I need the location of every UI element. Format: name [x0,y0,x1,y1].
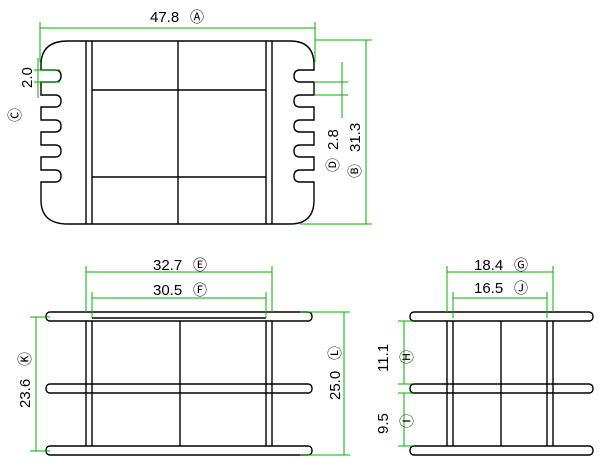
dimension-e: 32.7 Ⓔ [85,257,273,312]
dimension-c-tag: Ⓒ [8,108,24,122]
dimension-a-lines [39,22,316,62]
dimension-e-value: 32.7 [153,257,182,274]
dimension-k-value: 23.6 [17,379,34,408]
front-view-body-lines [85,317,273,446]
dimension-k-lines [30,316,50,452]
dimension-f: 30.5 Ⓕ [91,282,267,318]
dimension-l-lines [300,311,350,456]
dimension-c: 2.0 Ⓒ [8,58,60,122]
dimension-l-tag: Ⓛ [328,346,344,360]
dimension-g-value: 18.4 [474,257,503,274]
dimension-j-value: 16.5 [474,280,503,297]
top-view-body-lines [85,41,273,224]
dimension-e-lines [85,266,273,312]
dimension-c-value: 2.0 [19,67,36,88]
side-view-body-lines [446,321,554,446]
dimension-f-tag: Ⓕ [193,283,207,299]
dimension-j: 16.5 Ⓙ [452,280,548,318]
dimension-l: 25.0 Ⓛ [300,311,350,456]
dimension-j-tag: Ⓙ [514,281,528,297]
front-view: 32.7 Ⓔ 30.5 Ⓕ 23.6 Ⓚ [17,257,350,456]
dimension-i: 9.5 Ⓘ [375,392,416,447]
dimension-j-lines [452,292,548,318]
dimension-e-tag: Ⓔ [193,258,207,274]
top-view: 47.8 Ⓐ 31.3 Ⓑ 2.0 Ⓒ [8,9,372,225]
dimension-b: 31.3 Ⓑ [300,39,372,225]
dimension-g: 18.4 Ⓖ [446,257,554,312]
top-view-flange-outline [40,40,315,225]
dimension-h-lines [398,320,412,385]
dimension-g-tag: Ⓖ [514,258,528,274]
dimension-b-tag: Ⓑ [348,164,364,178]
dimension-h-value: 11.1 [375,344,392,372]
dimension-a-tag: Ⓐ [190,10,204,26]
dimension-l-value: 25.0 [327,371,344,400]
dimension-c-lines [34,58,60,98]
dimension-d-tag: Ⓓ [326,158,342,172]
dimension-d-value: 2.8 [325,129,342,150]
dimension-i-lines [398,392,412,447]
dimension-d-lines [314,62,348,118]
dimension-h-tag: Ⓗ [400,350,416,364]
dimension-b-value: 31.3 [347,123,364,152]
dimension-k: 23.6 Ⓚ [17,316,50,452]
dimension-a: 47.8 Ⓐ [39,9,316,62]
dimension-i-value: 9.5 [375,413,392,434]
dimension-d: 2.8 Ⓓ [314,62,348,172]
dimension-f-value: 30.5 [153,282,182,299]
dimension-k-tag: Ⓚ [18,352,34,366]
dimension-a-value: 47.8 [150,9,179,26]
dimension-g-lines [446,266,554,312]
dimension-i-tag: Ⓘ [400,414,416,428]
dimension-f-lines [91,292,267,318]
dimension-h: 11.1 Ⓗ [375,320,416,385]
dimension-b-lines [300,39,372,225]
side-view: 18.4 Ⓖ 16.5 Ⓙ 11.1 Ⓗ [375,257,594,456]
